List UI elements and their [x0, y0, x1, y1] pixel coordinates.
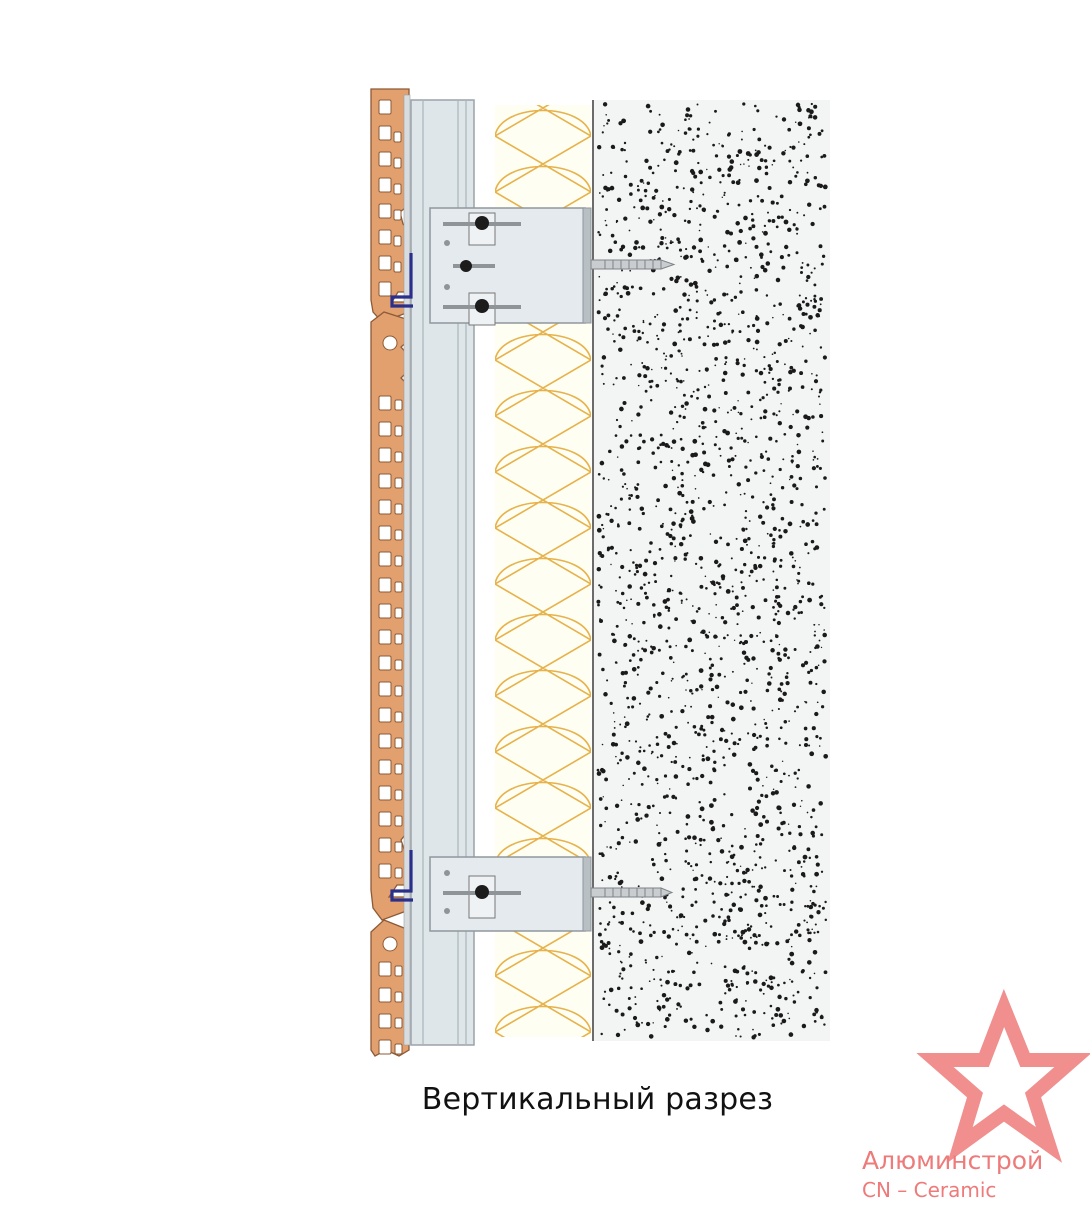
upper-wall-bracket — [429, 207, 592, 326]
ceramic-panel-hollow-cells — [378, 99, 403, 1055]
concrete-wall — [592, 100, 830, 1041]
upper-anchor-dowel — [590, 259, 676, 270]
watermark-product-name: CN – Ceramic — [862, 1178, 997, 1202]
watermark-brand-name: Алюминстрой — [862, 1146, 1044, 1175]
wall-aggregate-dots — [596, 102, 829, 1040]
ceramic-facade-panels — [370, 88, 411, 1057]
upper-clip — [390, 253, 413, 308]
lower-clip — [390, 850, 413, 902]
panel-fixing-clips — [390, 253, 413, 902]
lower-wall-bracket — [429, 856, 592, 932]
lower-anchor-dowel — [590, 887, 674, 898]
brand-star-logo — [916, 988, 1090, 1163]
section-caption: Вертикальный разрез — [421, 1082, 774, 1117]
